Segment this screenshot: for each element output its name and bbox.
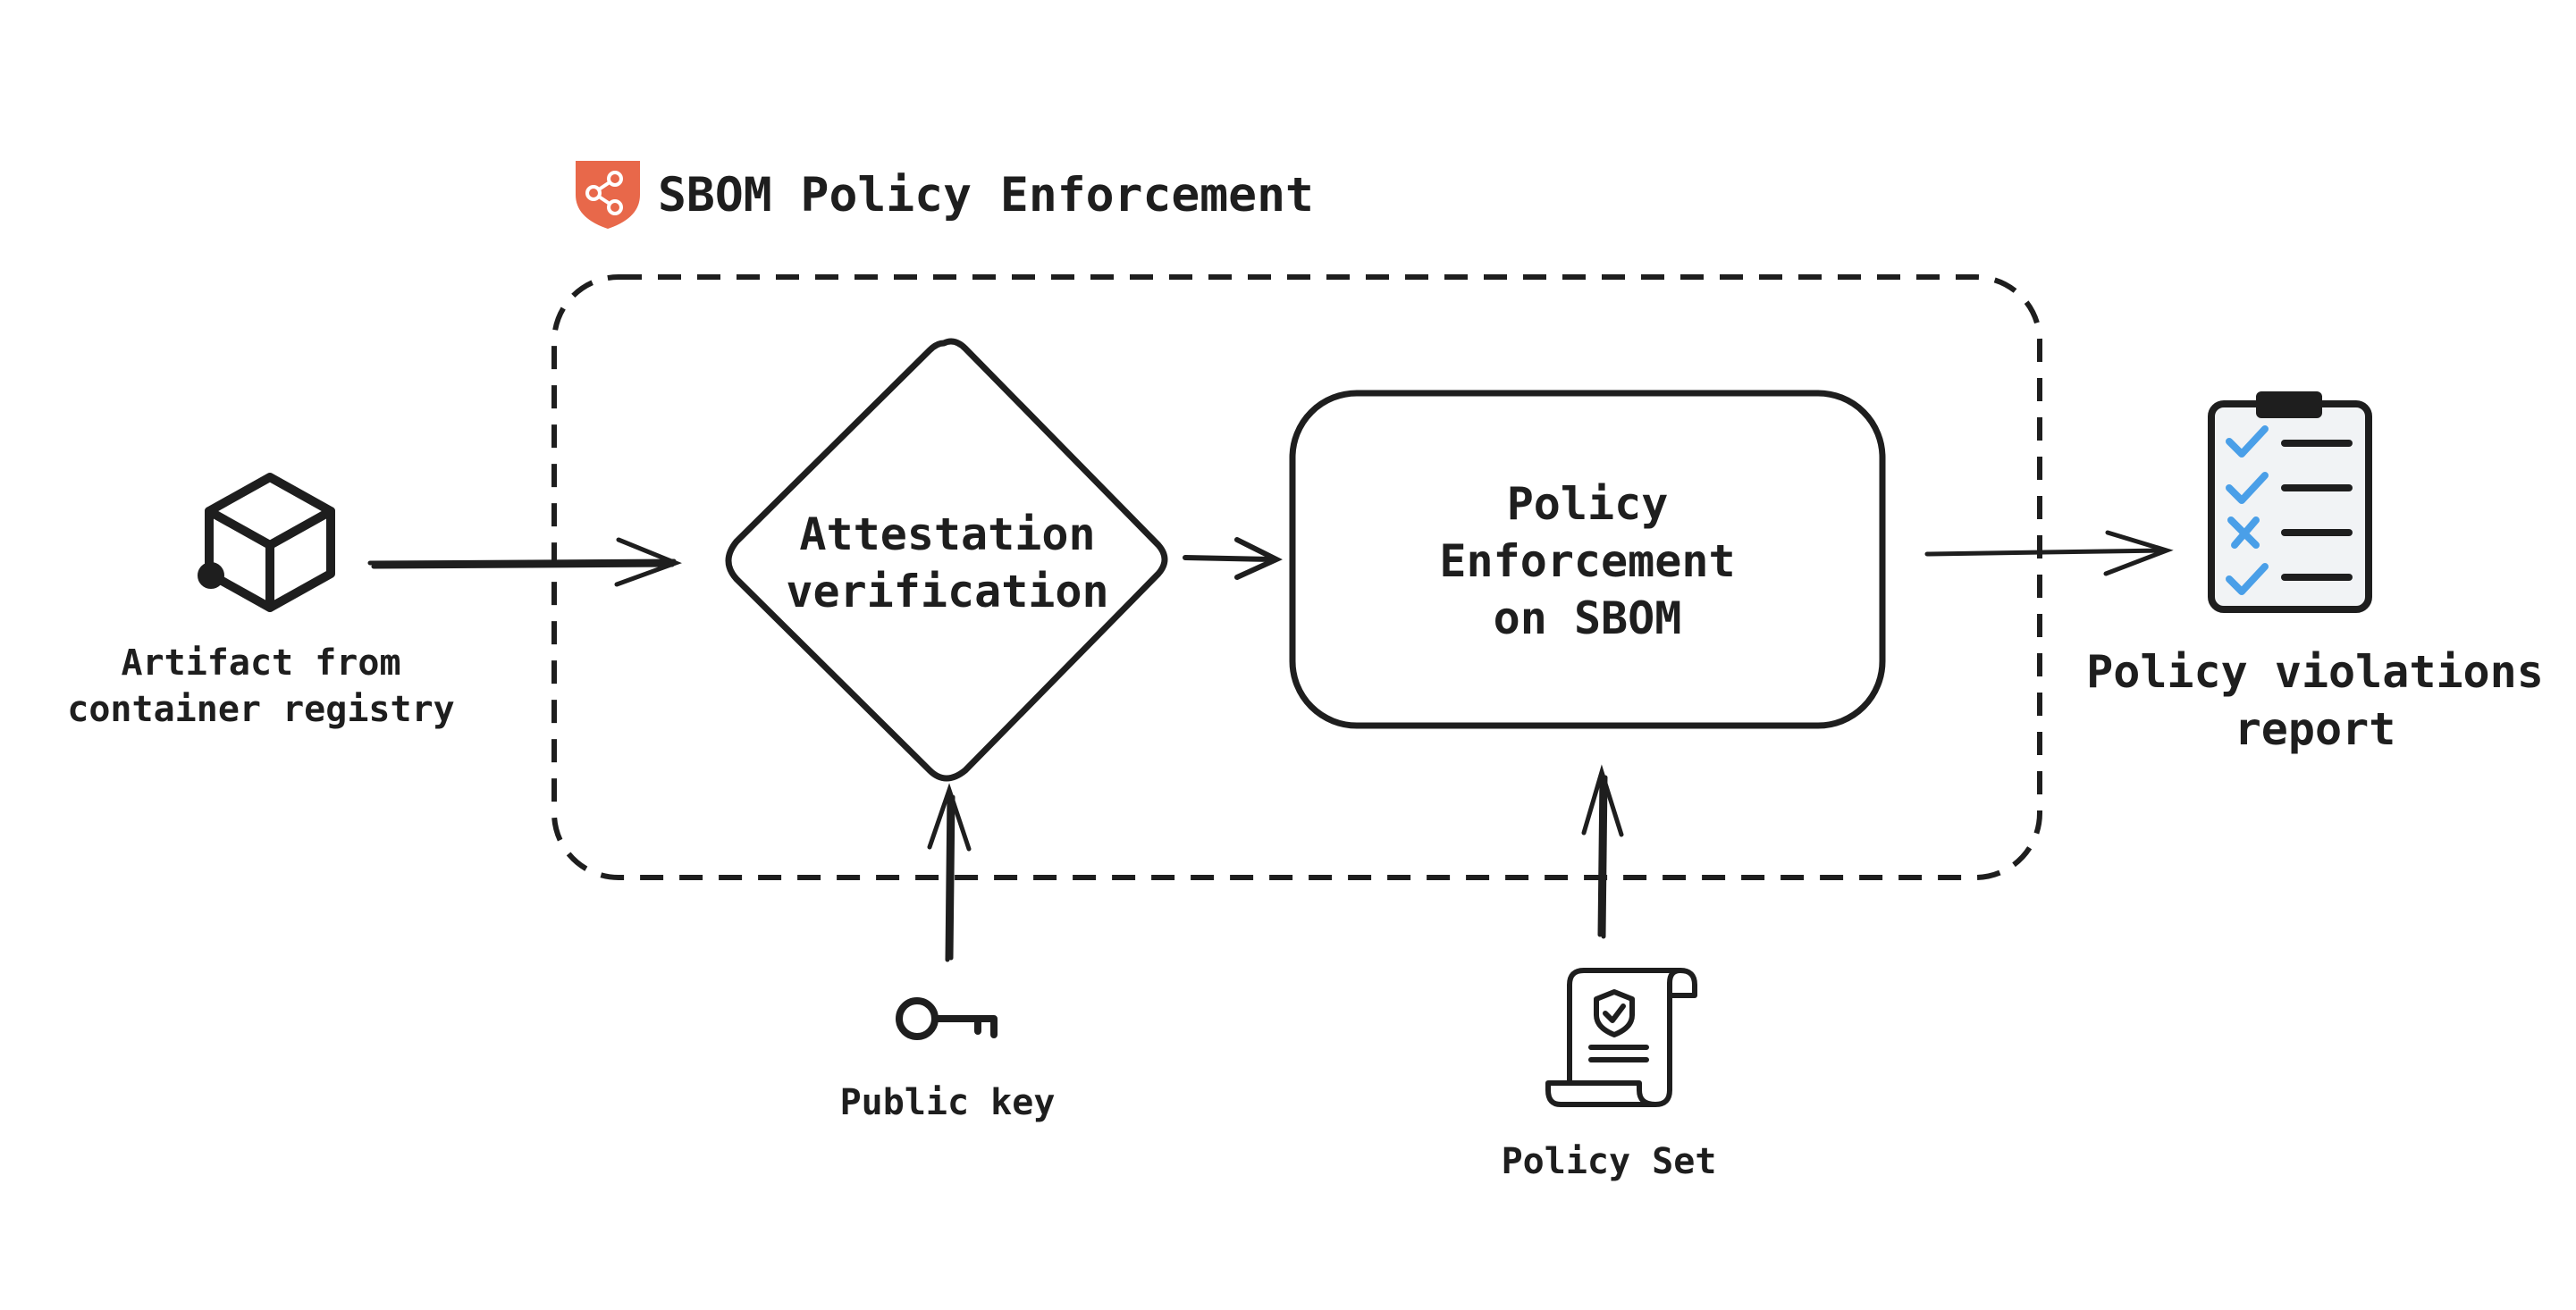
public-key-label: Public key [839,1082,1056,1123]
shield-share-logo-icon [576,161,640,229]
diagram-title: SBOM Policy Enforcement [658,168,1314,223]
arrow-enforcement-to-report [1924,530,2174,576]
report-label: Policy violations report [2086,646,2544,755]
enforcement-boundary [551,274,2042,880]
attestation-label: Attestation verification [786,508,1109,617]
policy-scroll-icon [1545,968,1697,1107]
arrow-artifact-to-attestation [367,537,682,587]
arrow-key-to-attestation [927,783,972,962]
artifact-label: Artifact from container registry [67,642,455,730]
enforcement-label: Policy Enforcement on SBOM [1439,478,1736,644]
clipboard-checklist-icon [2208,391,2372,613]
cube-icon [198,473,335,612]
enforcement-box [1289,390,1886,729]
arrow-attestation-to-enforcement [1183,537,1283,580]
arrow-policyset-to-enforcement [1581,764,1624,939]
key-icon [896,997,998,1040]
policy-set-label: Policy Set [1501,1141,1717,1182]
attestation-diamond [725,338,1168,782]
